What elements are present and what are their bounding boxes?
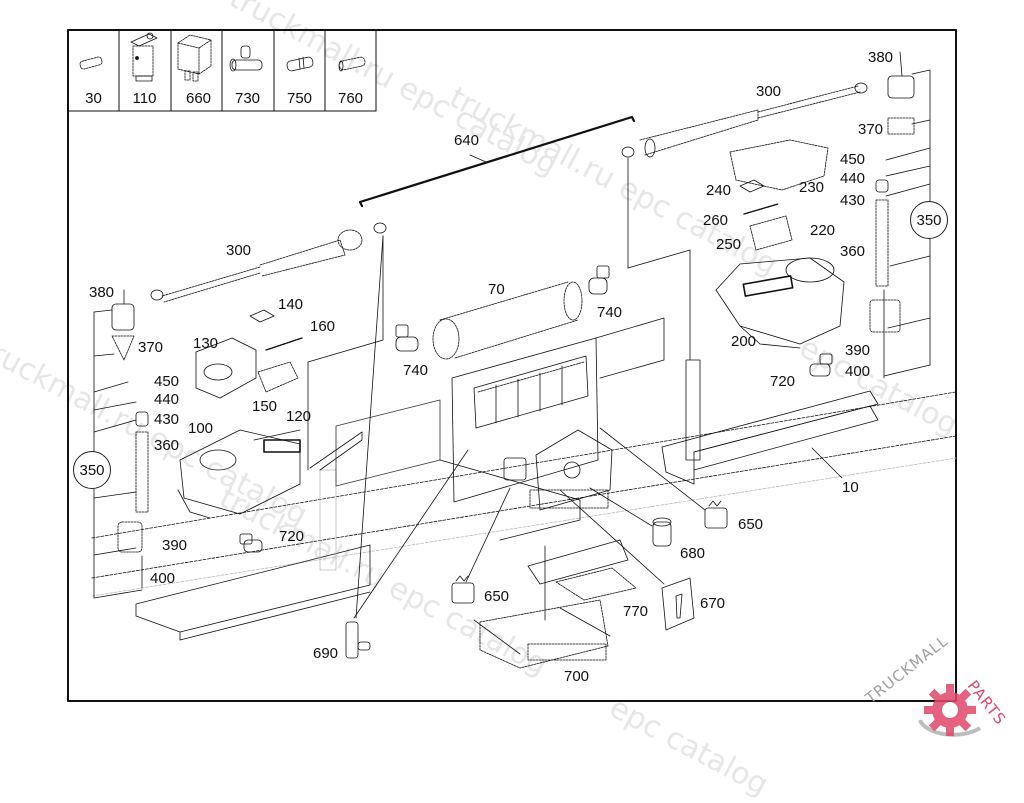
- part-150-motor: [257, 361, 299, 393]
- callout-360-right[interactable]: 360: [840, 243, 866, 260]
- part-240-clip: [739, 179, 765, 193]
- callout-430-left[interactable]: 430: [154, 411, 180, 428]
- callout-380-right[interactable]: 380: [868, 49, 894, 66]
- legend-number-110[interactable]: 110: [132, 90, 157, 107]
- callout-430-right[interactable]: 430: [840, 192, 866, 209]
- callout-390-right[interactable]: 390: [845, 342, 871, 359]
- legend-number-750[interactable]: 750: [286, 90, 313, 107]
- part-740-left-fitting: [395, 324, 419, 352]
- callout-350-right[interactable]: 350: [910, 201, 948, 239]
- callout-150[interactable]: 150: [252, 398, 278, 415]
- part-70-cylinder: [432, 281, 583, 360]
- part-230-motor-housing: [729, 139, 829, 191]
- part-720-left-fitting: [239, 533, 263, 553]
- legend-table: [67, 29, 377, 112]
- callout-400-left[interactable]: 400: [150, 570, 176, 587]
- callout-670[interactable]: 670: [700, 595, 726, 612]
- callout-140[interactable]: 140: [278, 296, 304, 313]
- part-670-switch: [661, 577, 695, 631]
- callout-350-left[interactable]: 350: [73, 451, 111, 489]
- callout-390-left[interactable]: 390: [162, 537, 188, 554]
- legend-number-730[interactable]: 730: [234, 90, 261, 107]
- part-100-left-actuator: [177, 429, 301, 519]
- callout-160[interactable]: 160: [310, 318, 336, 335]
- leader-lines: [307, 157, 706, 619]
- callout-220[interactable]: 220: [810, 222, 836, 239]
- callout-370-left[interactable]: 370: [138, 339, 164, 356]
- callout-360-left[interactable]: 360: [154, 437, 180, 454]
- part-700-control-unit: [473, 545, 611, 669]
- part-690-tee: [345, 621, 371, 659]
- legend-number-660[interactable]: 660: [185, 90, 212, 107]
- part-740-right-fitting: [588, 265, 610, 295]
- callout-640[interactable]: 640: [454, 132, 480, 149]
- callout-650-right[interactable]: 650: [738, 516, 764, 533]
- callout-250[interactable]: 250: [716, 236, 742, 253]
- gear-logo-icon: [918, 684, 982, 737]
- callout-70[interactable]: 70: [488, 281, 505, 298]
- callout-740-right[interactable]: 740: [597, 304, 623, 321]
- legend-number-760[interactable]: 760: [337, 90, 364, 107]
- callout-450-right[interactable]: 450: [840, 151, 866, 168]
- callout-650-left[interactable]: 650: [484, 588, 510, 605]
- callout-260[interactable]: 260: [703, 212, 729, 229]
- callout-380-left[interactable]: 380: [89, 284, 115, 301]
- legend-number-30[interactable]: 30: [85, 90, 102, 107]
- callout-690[interactable]: 690: [313, 645, 339, 662]
- callout-370-right[interactable]: 370: [858, 121, 884, 138]
- callout-300-left[interactable]: 300: [226, 242, 252, 259]
- callout-300-right[interactable]: 300: [756, 83, 782, 100]
- callout-440-right[interactable]: 440: [840, 170, 866, 187]
- connector-union-icon: [286, 56, 314, 72]
- part-130-motor-housing: [195, 337, 257, 399]
- truckmall-parts-logo: TRUCKMALL PARTS: [860, 632, 1024, 750]
- part-160-spring: [265, 337, 303, 351]
- part-140-clip: [249, 309, 275, 323]
- part-650-mounted-relay: [503, 457, 527, 481]
- valve-switch-icon: [130, 32, 158, 82]
- callout-440-left[interactable]: 440: [154, 391, 180, 408]
- pin-icon: [79, 56, 103, 70]
- tee-fitting-icon: [229, 45, 263, 72]
- diagram-drawing: [67, 29, 957, 702]
- part-720-right-fitting: [809, 353, 833, 377]
- callout-120[interactable]: 120: [286, 408, 312, 425]
- callout-720-right[interactable]: 720: [770, 373, 796, 390]
- part-300-right-strut: [621, 82, 868, 158]
- part-200-right-actuator: [715, 257, 845, 349]
- part-680-valve-block: [529, 429, 613, 511]
- part-250-motor: [749, 215, 793, 251]
- part-770-plate: [527, 539, 637, 601]
- callout-770[interactable]: 770: [623, 603, 649, 620]
- callout-100[interactable]: 100: [188, 420, 214, 437]
- part-680-cap: [652, 517, 672, 547]
- part-640-cable: [358, 115, 636, 208]
- diagram-frame: [67, 29, 957, 702]
- callout-740-left[interactable]: 740: [403, 362, 429, 379]
- callout-10[interactable]: 10: [842, 479, 859, 496]
- callout-450-left[interactable]: 450: [154, 373, 180, 390]
- callout-230[interactable]: 230: [799, 179, 825, 196]
- part-left-base-bracket: [135, 431, 371, 641]
- callout-240[interactable]: 240: [706, 182, 732, 199]
- main-rail: [91, 391, 957, 597]
- callout-700[interactable]: 700: [564, 668, 590, 685]
- left-350-assembly: [93, 289, 149, 599]
- part-10-bracket: [661, 359, 879, 485]
- pin-connector-icon: [338, 56, 366, 72]
- callout-130[interactable]: 130: [193, 335, 219, 352]
- part-300-left-strut: [150, 222, 387, 303]
- callout-200[interactable]: 200: [731, 333, 757, 350]
- part-260-spring: [743, 203, 779, 215]
- part-650-left-relay: [451, 575, 475, 604]
- center-mounting-plate: [335, 317, 665, 541]
- callout-400-right[interactable]: 400: [845, 363, 871, 380]
- callout-720-left[interactable]: 720: [279, 528, 305, 545]
- callout-680[interactable]: 680: [680, 545, 706, 562]
- relay-icon: [177, 34, 212, 82]
- part-650-right-relay: [704, 500, 728, 529]
